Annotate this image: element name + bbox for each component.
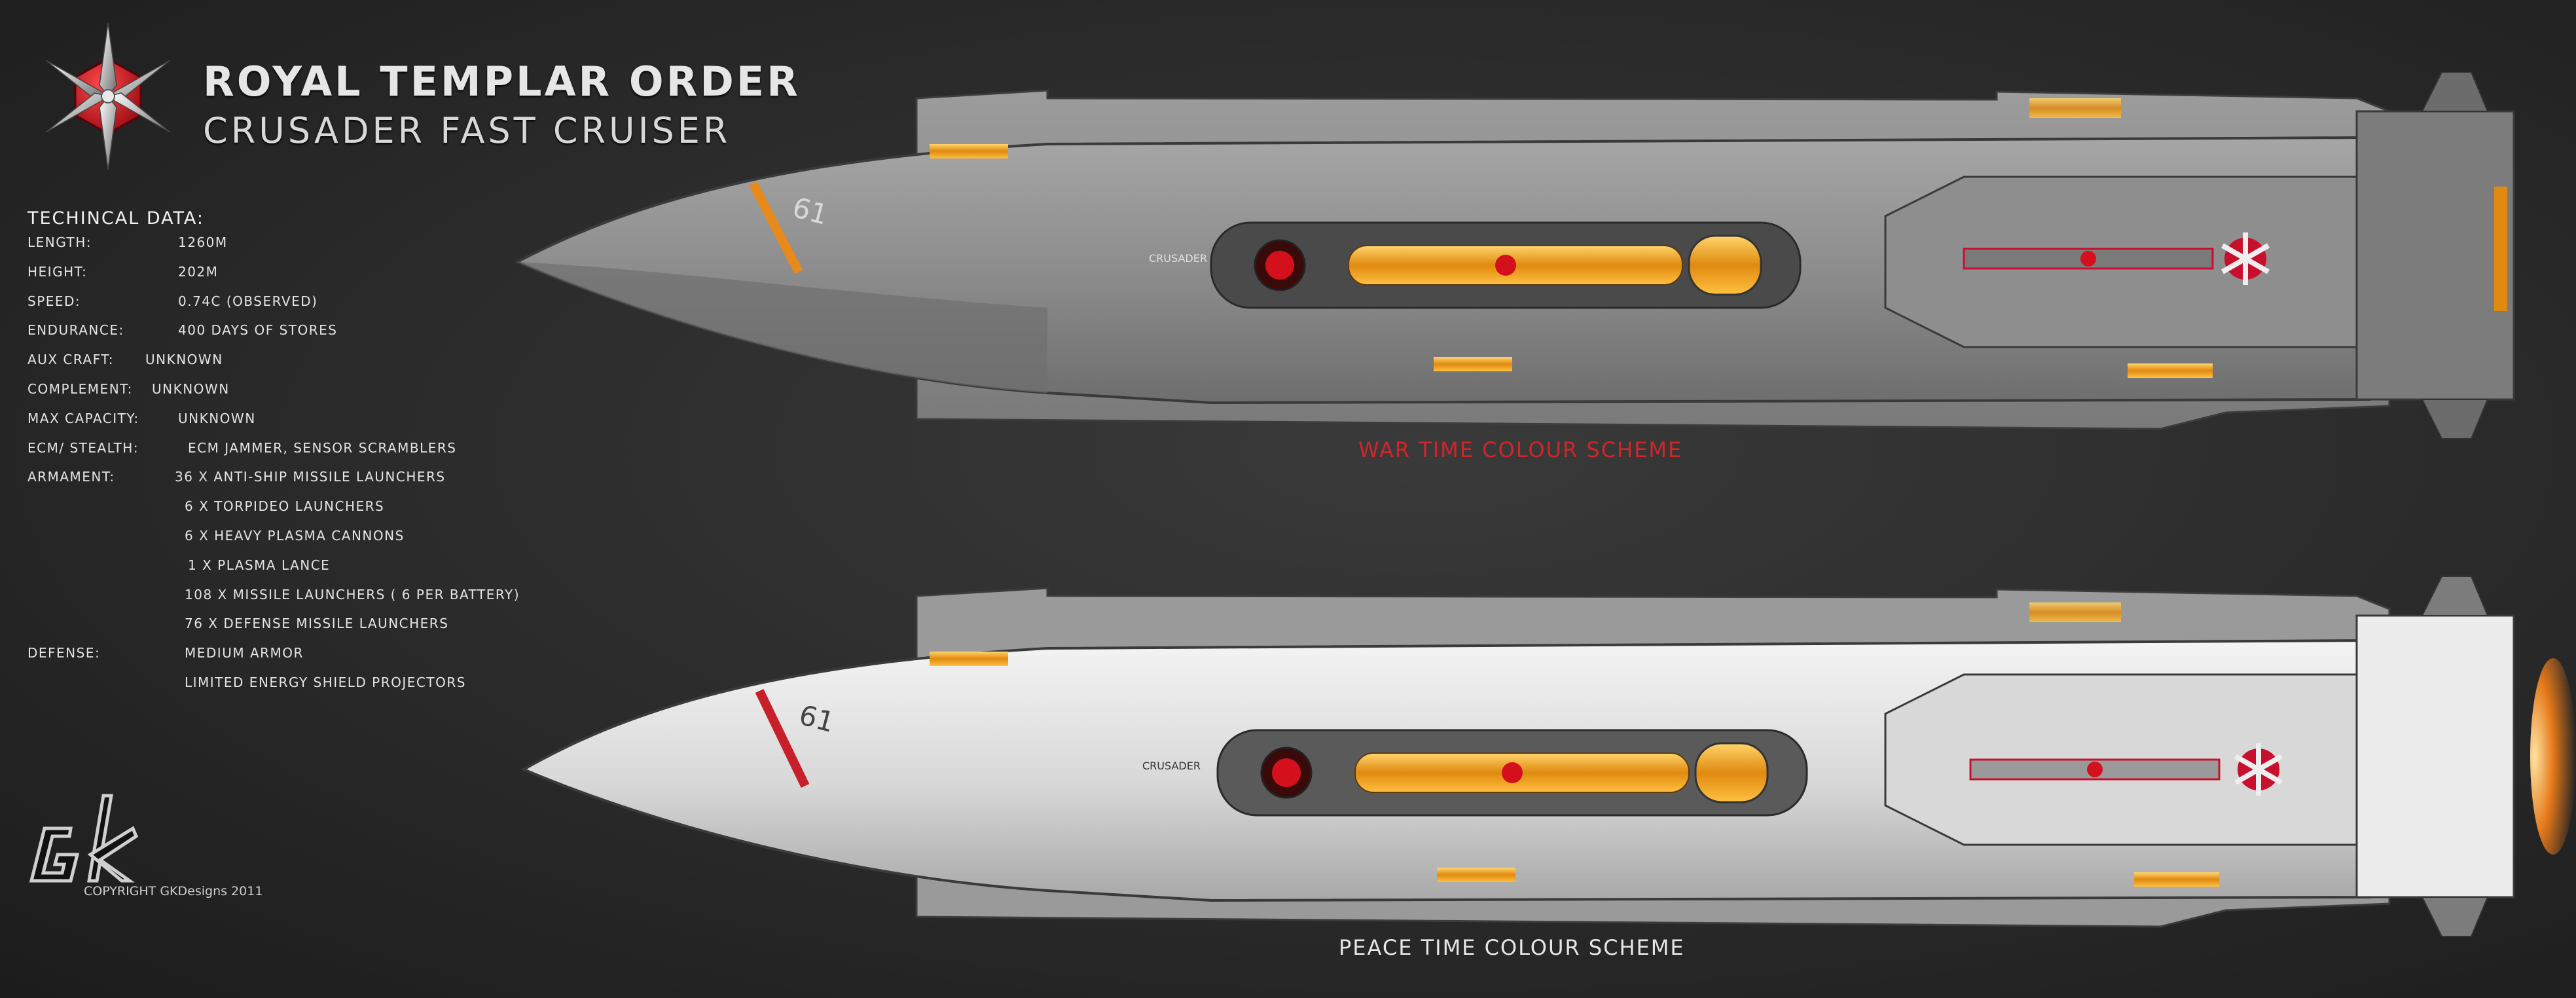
spec-label: LENGTH:: [27, 234, 92, 250]
copyright-notice: COPYRIGHT GKDesigns 2011: [84, 884, 263, 898]
technical-data-panel: TECHINCAL DATA: LENGTH: 1260M HEIGHT: 202M S…: [27, 208, 551, 690]
spec-value: 0.74C (OBSERVED): [178, 293, 318, 309]
spec-label: ARMAMENT:: [27, 469, 115, 485]
spec-value: 202M: [178, 263, 219, 280]
glow-panel: [1434, 357, 1512, 371]
spec-label: ENDURANCE:: [27, 322, 124, 339]
spec-label: DEFENSE:: [27, 645, 101, 661]
spec-value: 36 X ANTI-SHIP MISSILE LAUNCHERS: [175, 469, 446, 485]
ship-war-scheme: 61 CRUSADER: [514, 72, 2515, 439]
glow-panel: [1437, 868, 1515, 882]
glow-panel: [930, 144, 1008, 158]
spec-value: 400 DAYS OF STORES: [178, 322, 338, 339]
spec-value: LIMITED ENERGY SHIELD PROJECTORS: [185, 675, 466, 690]
spec-label: HEIGHT:: [27, 263, 88, 280]
spec-value: UNKNOWN: [145, 352, 223, 368]
spec-value: 76 X DEFENSE MISSILE LAUNCHERS: [185, 616, 449, 632]
spec-value: 6 X TORPIDEO LAUNCHERS: [185, 498, 385, 515]
main-spine-array: [1216, 729, 1808, 817]
spec-value: 1 X PLASMA LANCE: [188, 557, 331, 573]
technical-data-heading: TECHINCAL DATA:: [27, 208, 204, 229]
royal-templar-order-emblem: [45, 22, 171, 170]
caption-peace-scheme: PEACE TIME COLOUR SCHEME: [1339, 935, 1685, 960]
ship-name-marking: CRUSADER: [1142, 760, 1201, 772]
engine-insignia: [2221, 232, 2270, 285]
gkdesigns-signature-logo: [29, 794, 139, 883]
spec-value: 108 X MISSILE LAUNCHERS ( 6 PER BATTERY): [185, 586, 520, 602]
glow-panel: [2134, 872, 2219, 887]
glow-panel: [2128, 363, 2213, 378]
spec-value: UNKNOWN: [152, 381, 230, 397]
spec-value: UNKNOWN: [178, 410, 256, 426]
glow-panel: [2029, 98, 2121, 118]
spec-label: ECM/ STEALTH:: [27, 439, 139, 456]
glow-panel: [930, 652, 1008, 666]
engine-insignia: [2234, 743, 2283, 796]
spec-value: ECM JAMMER, SENSOR SCRAMBLERS: [188, 439, 457, 456]
caption-war-scheme: WAR TIME COLOUR SCHEME: [1358, 437, 1683, 462]
spec-label: AUX CRAFT:: [27, 352, 115, 368]
spec-label: SPEED:: [27, 293, 81, 309]
spec-label: MAX CAPACITY:: [27, 410, 139, 426]
hull-stripe: [755, 688, 810, 788]
title-royal-templar-order: ROYAL TEMPLAR ORDER: [203, 58, 801, 105]
spec-value: 1260M: [178, 234, 228, 250]
spec-value: 6 X HEAVY PLASMA CANNONS: [185, 528, 405, 544]
hull-stripe: [748, 181, 803, 274]
spec-label: COMPLEMENT:: [27, 381, 133, 397]
ship-name-marking: CRUSADER: [1149, 252, 1207, 265]
ship-peace-scheme: 61 CRUSADER: [520, 576, 2576, 937]
glow-panel: [2029, 602, 2121, 622]
main-spine-array: [1210, 221, 1802, 309]
spec-value: MEDIUM ARMOR: [185, 645, 304, 661]
title-crusader-fast-cruiser: CRUSADER FAST CRUISER: [203, 110, 731, 151]
